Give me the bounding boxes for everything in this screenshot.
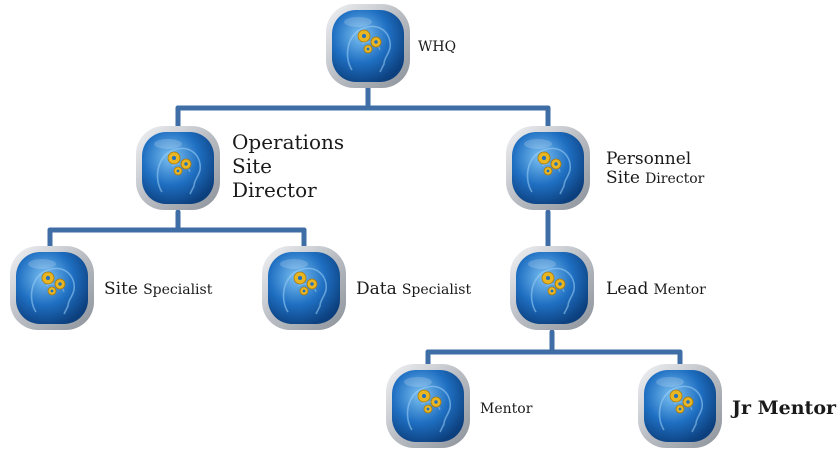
whq-label: WHQ xyxy=(418,39,457,55)
brain-gears-icon xyxy=(132,122,224,214)
personnel-site-director-label: Personnel Site Director xyxy=(606,149,705,188)
lead-mentor-label: Lead Mentor xyxy=(606,279,706,299)
brain-gears-icon xyxy=(322,0,414,92)
brain-gears-icon xyxy=(634,360,726,449)
operations-site-director-label: Operations Site Director xyxy=(232,130,345,202)
site-specialist-label: Site Specialist xyxy=(104,279,213,299)
brain-gears-icon xyxy=(258,242,350,334)
data-specialist-label: Data Specialist xyxy=(356,279,472,299)
brain-gears-icon xyxy=(6,242,98,334)
brain-gears-icon xyxy=(382,360,474,449)
brain-gears-icon xyxy=(502,122,594,214)
mentor-label: Mentor xyxy=(480,401,533,417)
jr-mentor-label: Jr Mentor xyxy=(732,397,837,419)
brain-gears-icon xyxy=(506,242,598,334)
